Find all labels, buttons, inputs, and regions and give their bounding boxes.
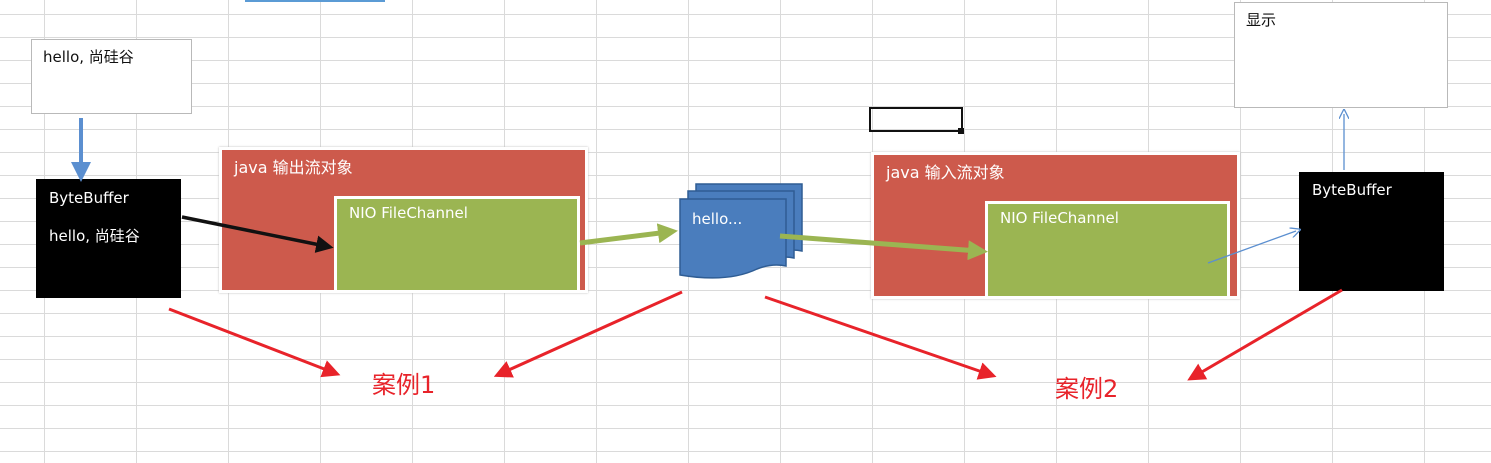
arrow-channel-to-buffer (1207, 231, 1296, 264)
input-stream-label: java 输入流对象 (886, 163, 1005, 182)
input-text-box: hello, 尚硅谷 (31, 39, 192, 114)
byte-buffer-left: ByteBuffer hello, 尚硅谷 (36, 179, 181, 298)
output-stream-label: java 输出流对象 (234, 158, 353, 177)
output-file-channel: NIO FileChannel (334, 196, 580, 293)
input-text: hello, 尚硅谷 (43, 48, 134, 66)
arrow-channel-to-file (579, 223, 678, 246)
arrow-file-to-channel (779, 233, 988, 261)
file-document-icon (679, 183, 803, 279)
file-document-label: hello... (692, 210, 743, 228)
output-text: 显示 (1246, 11, 1277, 29)
byte-buffer-right-title: ByteBuffer (1312, 181, 1392, 199)
output-text-box: 显示 (1234, 2, 1448, 108)
case2-label: 案例2 (1055, 375, 1119, 403)
fill-handle[interactable] (958, 128, 964, 134)
case2-arrow-right (1187, 288, 1343, 381)
case1-arrow-left (168, 307, 341, 378)
case2-arrow-left (764, 295, 997, 380)
selected-cell[interactable] (869, 107, 963, 132)
arrow-buffer-to-channel (181, 215, 334, 253)
byte-buffer-left-title: ByteBuffer (49, 189, 129, 207)
byte-buffer-left-content: hello, 尚硅谷 (49, 227, 140, 245)
output-file-channel-label: NIO FileChannel (349, 204, 468, 222)
case1-label: 案例1 (372, 371, 436, 399)
input-file-channel-label: NIO FileChannel (1000, 209, 1119, 227)
case1-arrow-right (493, 290, 683, 378)
selection-tab (245, 0, 385, 2)
byte-buffer-right: ByteBuffer (1299, 172, 1444, 291)
input-file-channel: NIO FileChannel (985, 201, 1230, 299)
